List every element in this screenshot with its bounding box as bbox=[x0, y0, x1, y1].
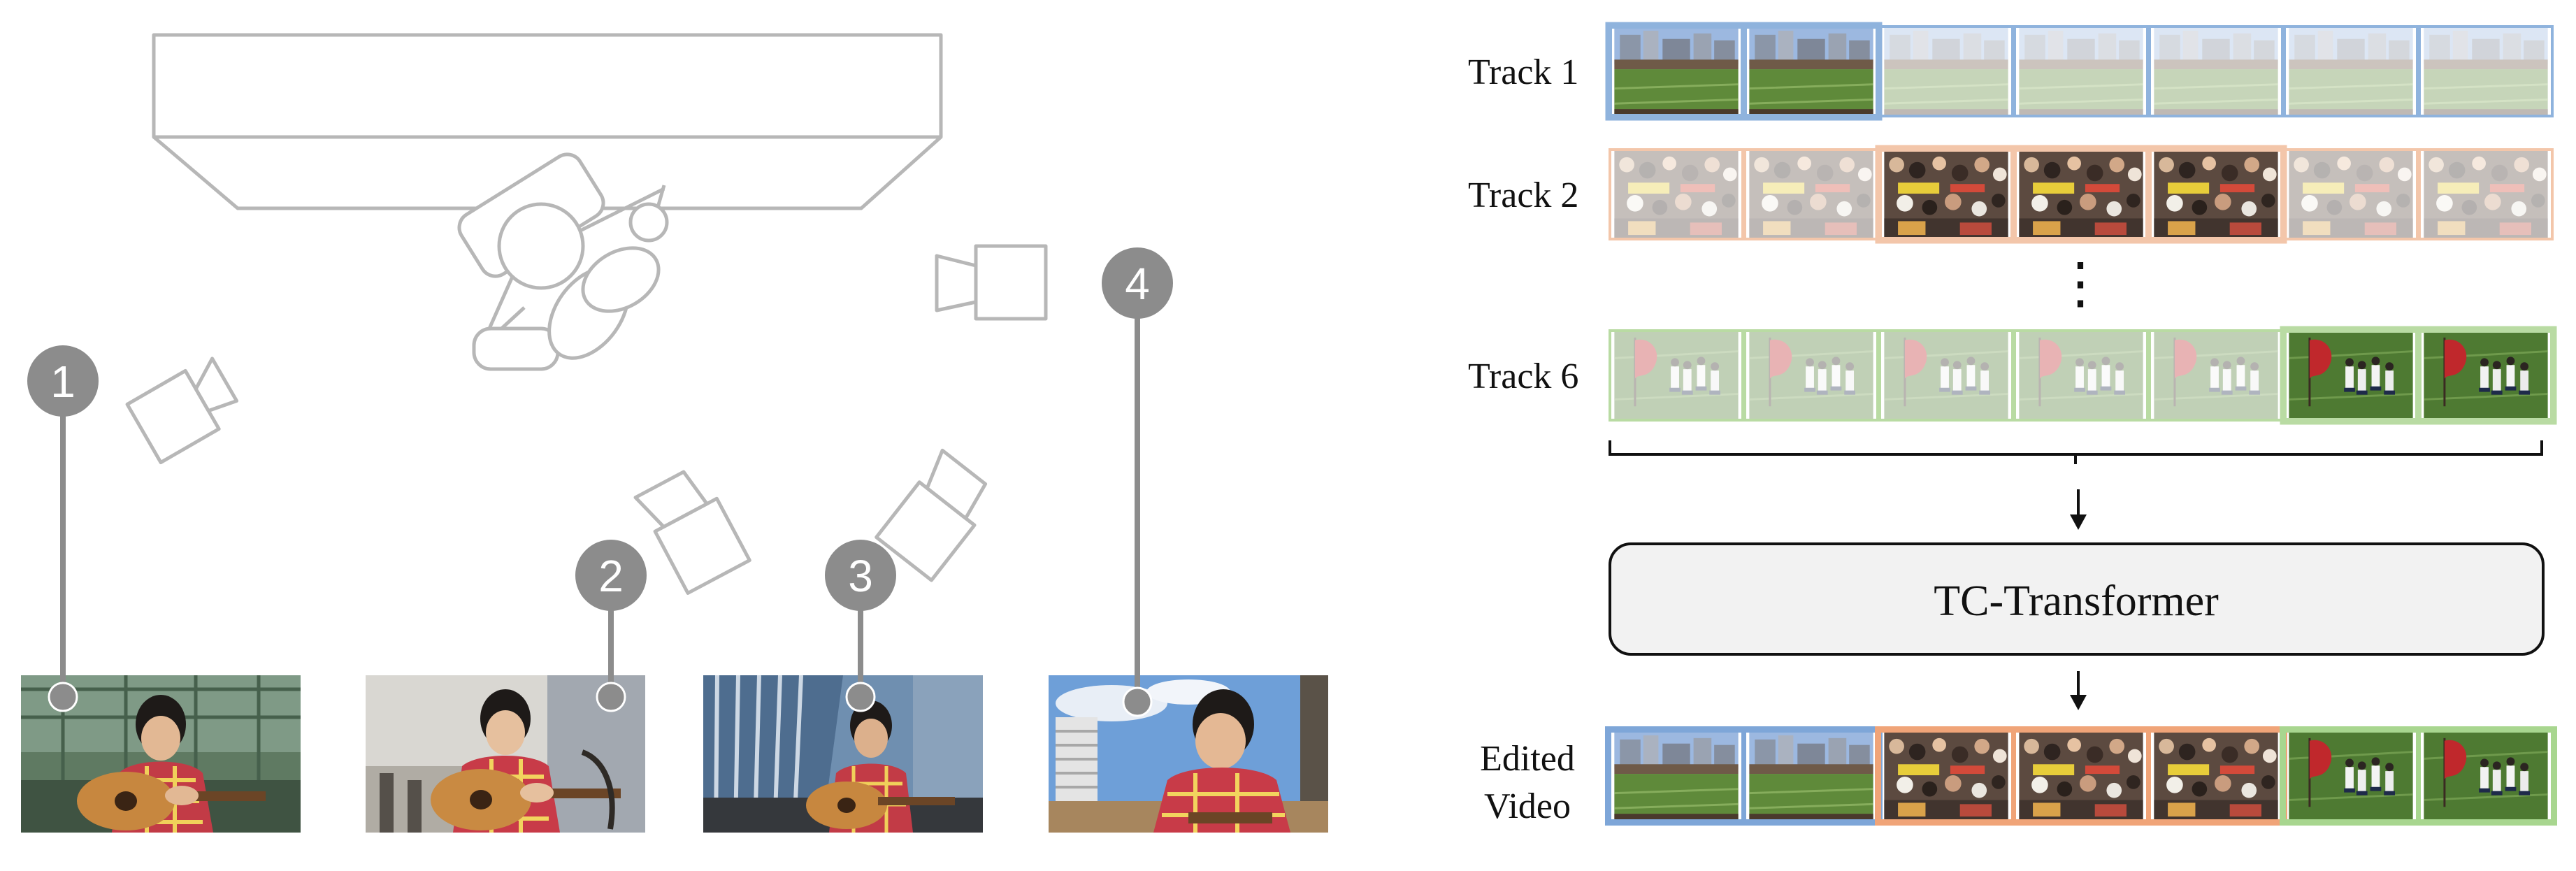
video-frame bbox=[2422, 27, 2549, 116]
video-frame bbox=[1884, 731, 2008, 821]
video-frame bbox=[2019, 731, 2143, 821]
tc-transformer-box bbox=[1609, 542, 2545, 656]
video-frame bbox=[2424, 731, 2547, 821]
frame-border bbox=[2013, 329, 2149, 422]
camera-setup-diagram bbox=[125, 33, 1048, 595]
output-label-line2: Video bbox=[1484, 786, 1571, 826]
camera-2-icon bbox=[633, 470, 751, 595]
pipeline-diagram: Track 1 Track 2 Track 6 ⋮ TC-Transformer… bbox=[1468, 22, 2557, 826]
marker-number: 2 bbox=[598, 551, 624, 601]
video-frame bbox=[2019, 150, 2143, 239]
performer-topview-icon bbox=[457, 152, 669, 371]
camera-3-photo bbox=[703, 675, 983, 833]
video-frame bbox=[1748, 27, 1875, 116]
video-frame bbox=[2019, 331, 2143, 420]
output-label-line1: Edited bbox=[1480, 739, 1575, 779]
camera-4-photo bbox=[1049, 675, 1328, 833]
track-ellipsis: ⋮ bbox=[2052, 253, 2108, 315]
marker-number: 1 bbox=[50, 357, 75, 407]
camera-marker-3: 3 bbox=[825, 540, 896, 712]
track-label: Track 6 bbox=[1468, 357, 1578, 396]
track-2-strip bbox=[1609, 145, 2554, 244]
merge-brace bbox=[1609, 440, 2543, 464]
camera-1-icon bbox=[125, 357, 239, 465]
stage-rectangle bbox=[152, 33, 943, 139]
video-frame bbox=[2017, 27, 2145, 116]
video-frame bbox=[1614, 331, 1738, 420]
frame-border bbox=[2013, 25, 2149, 117]
video-frame bbox=[1883, 27, 2010, 116]
video-frame bbox=[2289, 150, 2413, 239]
camera-marker-4: 4 bbox=[1102, 247, 1173, 717]
marker-number: 4 bbox=[1125, 259, 1150, 309]
camera-4-icon bbox=[935, 244, 1048, 321]
video-frame bbox=[2424, 150, 2548, 239]
video-frame bbox=[2152, 27, 2280, 116]
video-frame bbox=[1884, 331, 2008, 420]
video-frame bbox=[1613, 731, 1740, 821]
track-1-strip bbox=[1605, 22, 2554, 121]
frame-border bbox=[2280, 326, 2557, 425]
video-frame bbox=[2287, 27, 2415, 116]
frame-border bbox=[2280, 726, 2557, 826]
video-frame bbox=[2154, 150, 2278, 239]
edited-video-strip bbox=[1605, 726, 2557, 826]
video-frame bbox=[1613, 27, 1740, 116]
video-frame bbox=[1749, 150, 1873, 239]
video-frame bbox=[1749, 331, 1873, 420]
frame-border bbox=[1609, 148, 1744, 240]
camera-marker-1: 1 bbox=[27, 345, 99, 712]
model-label: TC-Transformer bbox=[1934, 577, 2219, 625]
frame-border bbox=[1609, 329, 1744, 422]
video-frame bbox=[2289, 331, 2412, 420]
frame-border bbox=[1878, 329, 2014, 422]
arrow-down-icon bbox=[2070, 671, 2087, 710]
frame-border bbox=[1875, 145, 2287, 244]
frame-border bbox=[2418, 25, 2554, 117]
frame-border bbox=[2418, 148, 2554, 240]
frame-border bbox=[1605, 22, 1883, 121]
video-frame bbox=[2154, 331, 2278, 420]
track-6-strip bbox=[1609, 326, 2557, 425]
video-frame bbox=[1748, 731, 1875, 821]
video-frame bbox=[2154, 731, 2278, 821]
frame-border bbox=[2283, 25, 2419, 117]
video-frame bbox=[2424, 331, 2547, 420]
track-label: Track 1 bbox=[1468, 52, 1578, 92]
arrow-down-icon bbox=[2070, 489, 2087, 530]
frame-border bbox=[2148, 25, 2284, 117]
video-frame bbox=[1614, 150, 1739, 239]
video-frame bbox=[2289, 731, 2412, 821]
track-label: Track 2 bbox=[1468, 175, 1578, 215]
frame-border bbox=[1743, 329, 1879, 422]
camera-marker-2: 2 bbox=[575, 540, 647, 712]
video-frame bbox=[1884, 150, 2008, 239]
camera-3-icon bbox=[875, 448, 988, 582]
marker-number: 3 bbox=[848, 551, 873, 601]
